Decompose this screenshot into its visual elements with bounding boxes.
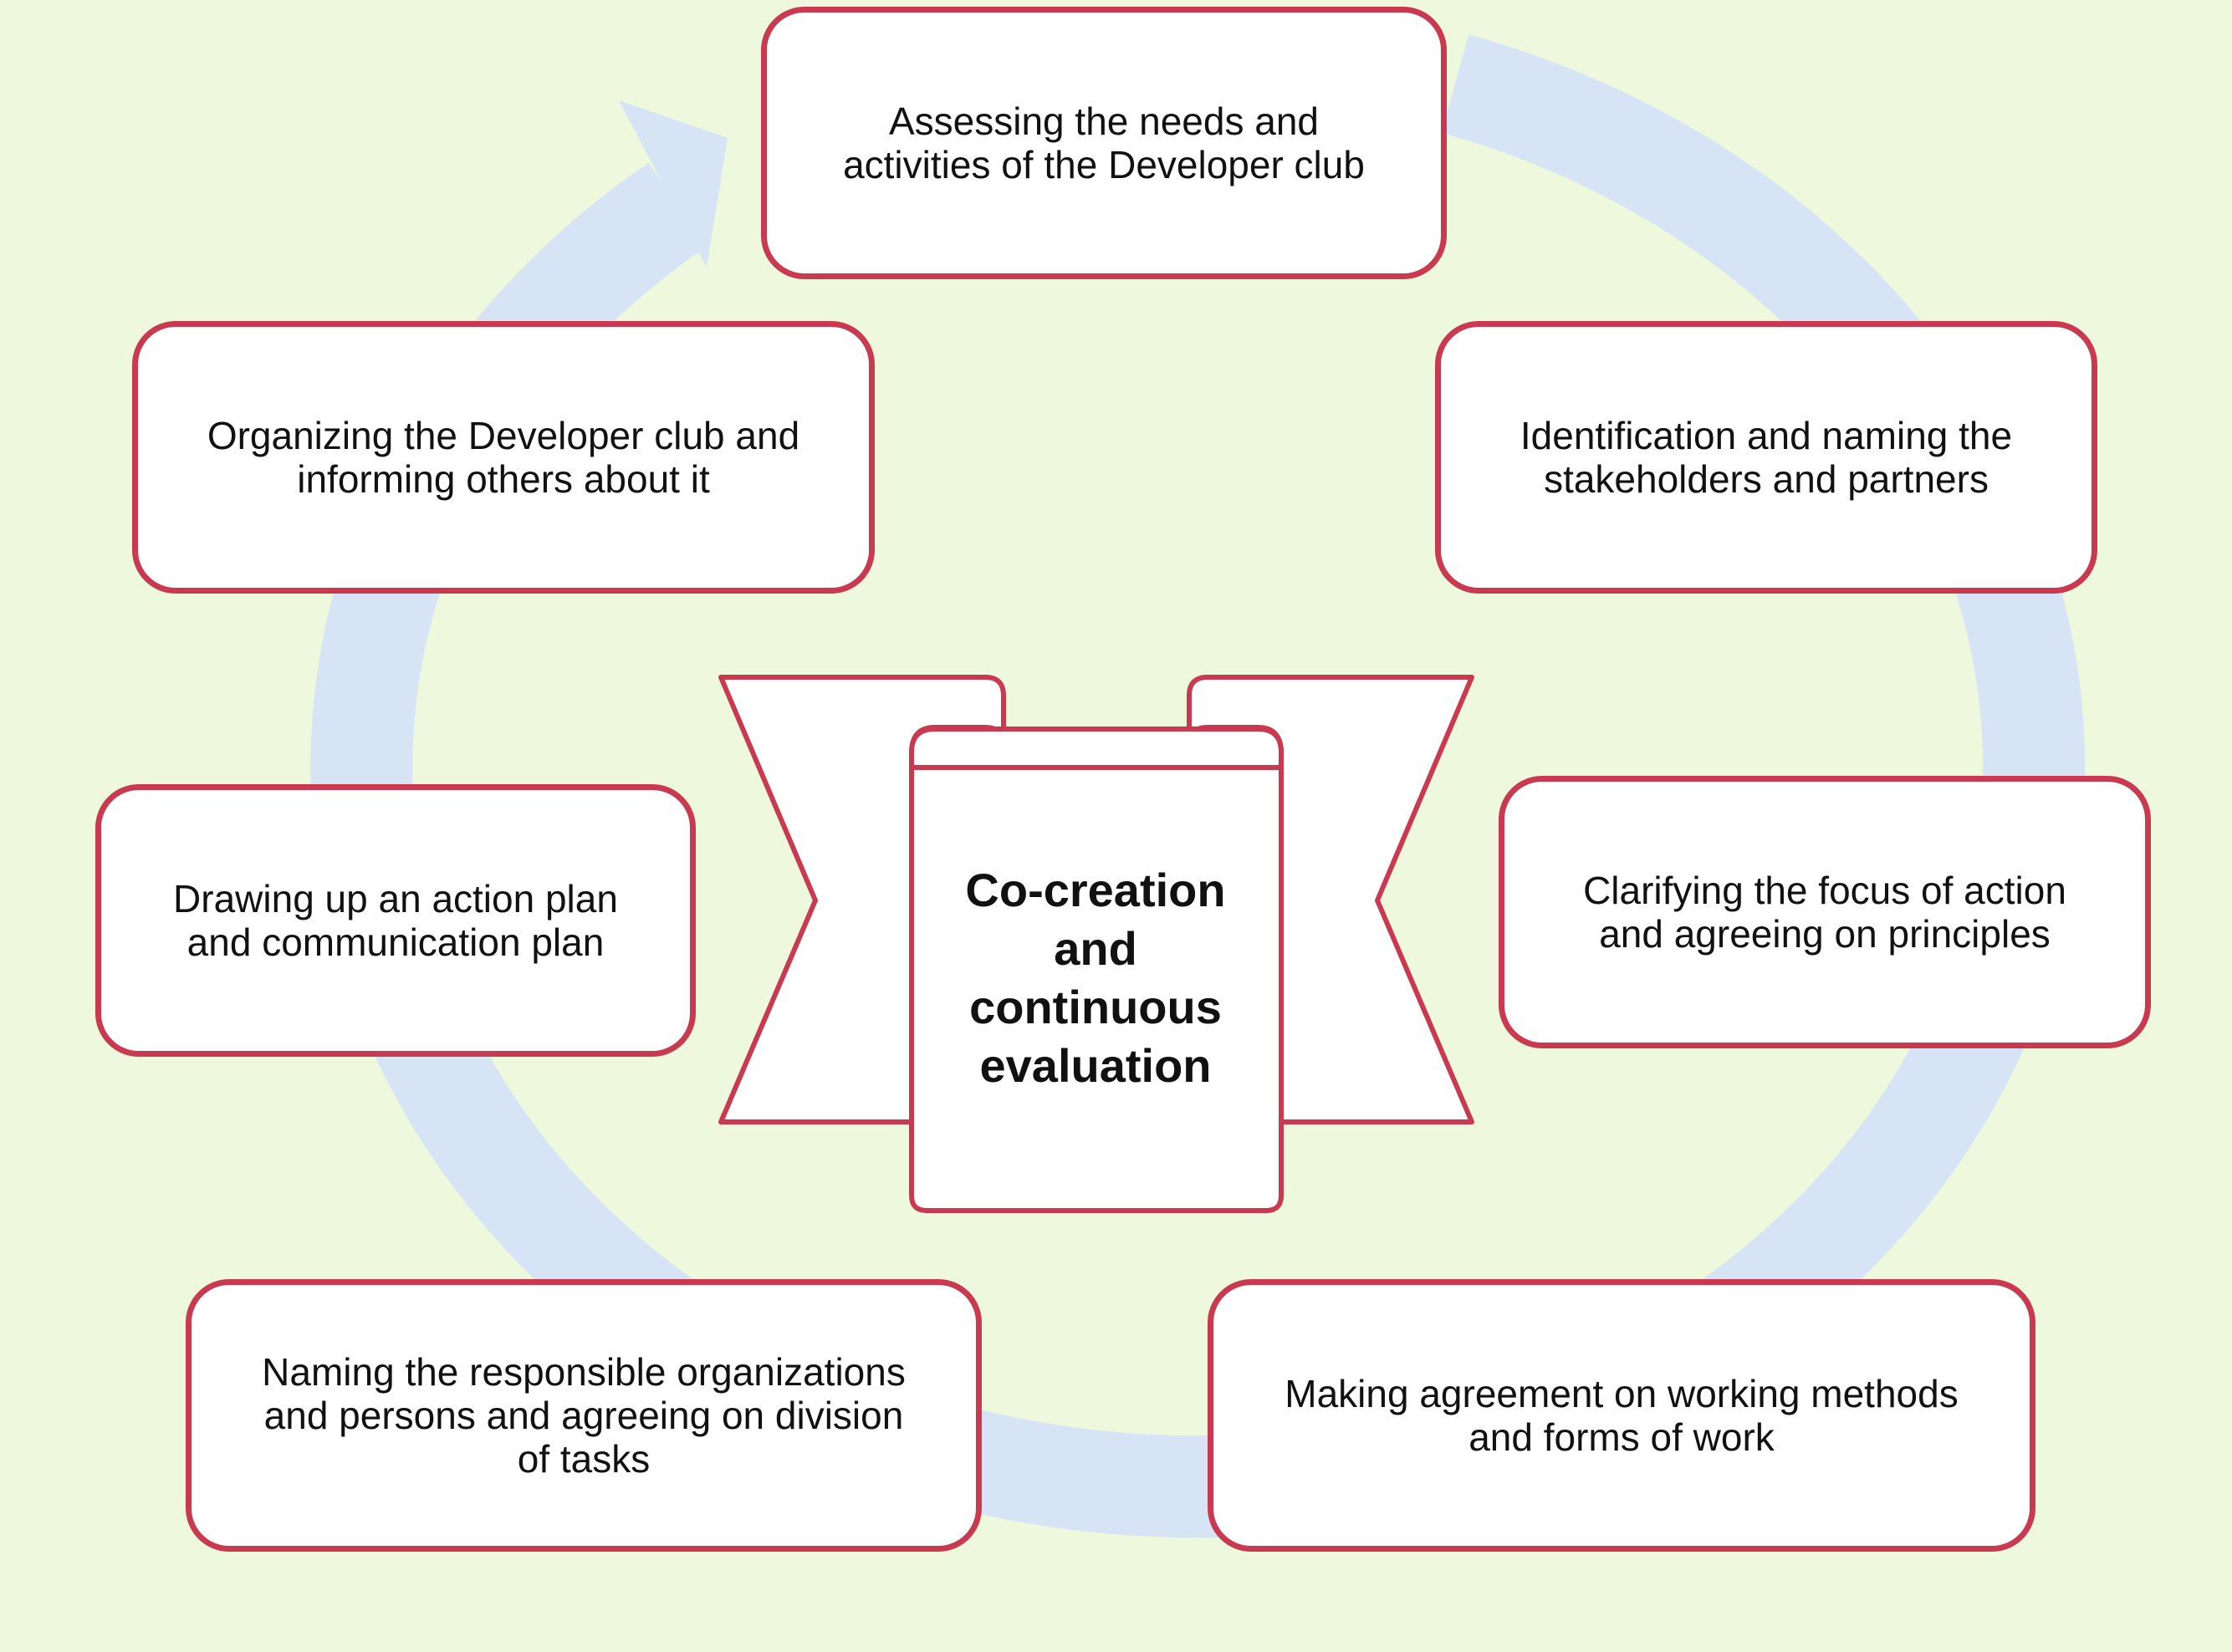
step-identify-stakeholders-label: Identification and naming the stakeholde… xyxy=(1519,414,2013,501)
step-responsible-organizations: Naming the responsible organizations and… xyxy=(186,1279,982,1552)
center-label: Co-creation and continuous evaluation xyxy=(965,864,1226,1092)
ribbon-banner-icon xyxy=(718,675,1474,1213)
step-action-plan: Drawing up an action plan and communicat… xyxy=(95,784,696,1057)
step-identify-stakeholders: Identification and naming the stakeholde… xyxy=(1435,321,2097,594)
cycle-arrow-head xyxy=(619,100,728,268)
banner-center-panel xyxy=(909,727,1284,1213)
step-assess-needs-label: Assessing the needs and activities of th… xyxy=(843,99,1365,186)
step-assess-needs: Assessing the needs and activities of th… xyxy=(761,7,1447,279)
step-clarify-focus: Clarifying the focus of action and agree… xyxy=(1499,776,2151,1048)
step-organize-club-label: Organizing the Developer club and inform… xyxy=(207,414,800,501)
step-organize-club: Organizing the Developer club and inform… xyxy=(132,321,875,594)
step-clarify-focus-label: Clarifying the focus of action and agree… xyxy=(1583,869,2066,956)
step-working-methods: Making agreement on working methods and … xyxy=(1208,1279,2035,1552)
step-working-methods-label: Making agreement on working methods and … xyxy=(1285,1372,1959,1459)
banner-left-tail xyxy=(718,675,1006,1124)
step-responsible-organizations-label: Naming the responsible organizations and… xyxy=(262,1350,906,1481)
banner-right-tail xyxy=(1187,675,1474,1124)
step-action-plan-label: Drawing up an action plan and communicat… xyxy=(173,877,618,964)
